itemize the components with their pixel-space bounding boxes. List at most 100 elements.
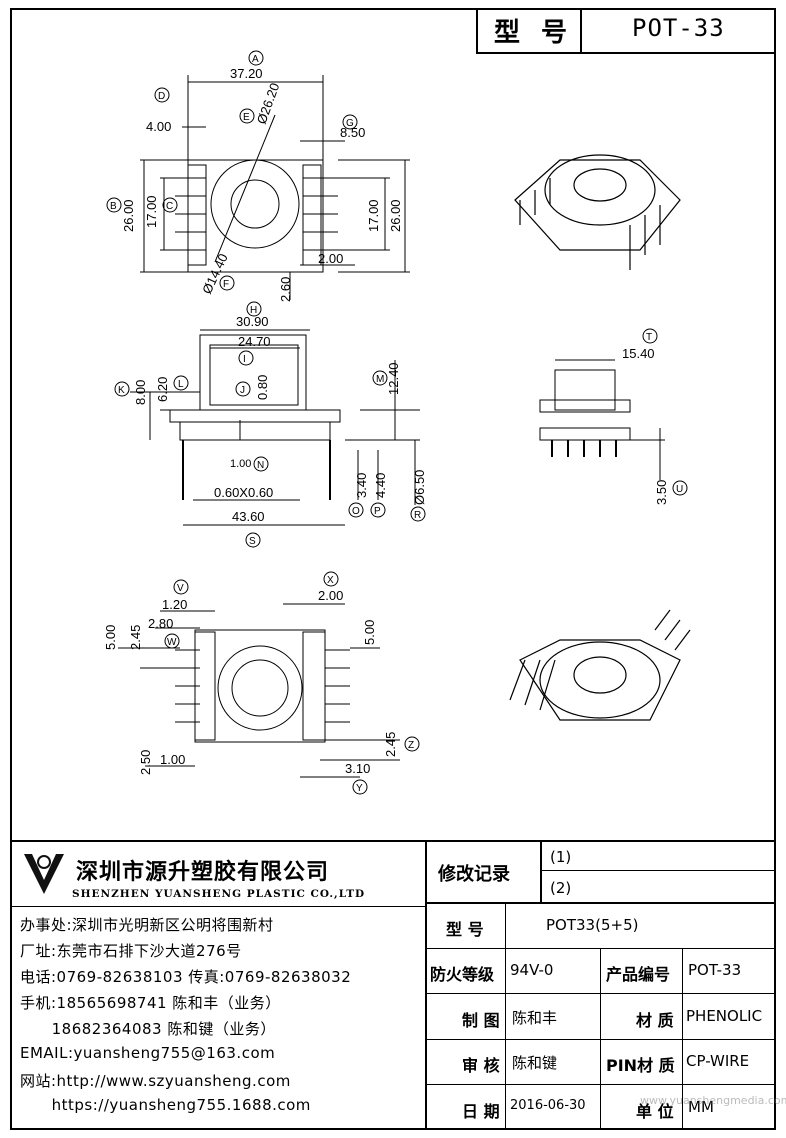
- svg-text:I: I: [243, 354, 246, 365]
- dim-pin: 0.60X0.60: [214, 485, 273, 500]
- dim-200: 2.00: [318, 251, 343, 266]
- spec-review-value: 陈和键: [512, 1054, 558, 1072]
- svg-text:X: X: [327, 575, 334, 586]
- svg-text:D: D: [158, 91, 165, 102]
- spec-fire-label: 防火等级: [430, 965, 495, 984]
- dim-m: 12.40: [386, 362, 401, 395]
- svg-text:J: J: [240, 385, 245, 396]
- dim-i: 24.70: [238, 334, 271, 349]
- svg-text:A: A: [252, 54, 259, 65]
- dim-t: 15.40: [622, 346, 655, 361]
- dim-s: 43.60: [232, 509, 265, 524]
- spec-date-label: 日 期: [462, 1102, 500, 1121]
- side-view: [130, 329, 420, 526]
- spec-col-2: [600, 948, 601, 1130]
- isometric-top: [514, 154, 681, 270]
- dim-h: 30.90: [236, 314, 269, 329]
- marker-b: B: [106, 197, 122, 213]
- spec-drawn-value: 陈和丰: [512, 1009, 558, 1027]
- website-1[interactable]: 网站:http://www.szyuansheng.com: [20, 1072, 291, 1090]
- svg-text:P: P: [374, 506, 381, 517]
- marker-h: H: [246, 301, 262, 317]
- dim-right-17: 17.00: [366, 199, 381, 232]
- spec-material-label: 材 质: [636, 1011, 674, 1030]
- dim-c: 17.00: [144, 195, 159, 228]
- marker-e: E: [239, 108, 255, 124]
- company-name-en: SHENZHEN YUANSHENG PLASTIC CO.,LTD: [72, 888, 366, 900]
- dim-500b: 5.00: [362, 620, 377, 645]
- spec-material-value: PHENOLIC: [686, 1007, 763, 1025]
- marker-m: M: [372, 370, 388, 386]
- marker-p: P: [370, 502, 386, 518]
- dim-r: Ø6.50: [412, 470, 427, 505]
- svg-text:E: E: [243, 112, 250, 123]
- marker-s: S: [245, 532, 261, 548]
- title-divider-left: [476, 8, 478, 54]
- svg-text:O: O: [352, 506, 360, 517]
- dim-z: 2.45: [383, 732, 398, 757]
- dim-u: 3.50: [654, 480, 669, 505]
- spec-unit-value: MM: [688, 1098, 714, 1116]
- website-2[interactable]: https://yuansheng755.1688.com: [20, 1096, 311, 1114]
- dim-245a: 2.45: [128, 625, 143, 650]
- company-divider: [10, 906, 425, 907]
- svg-text:W: W: [167, 637, 177, 648]
- marker-t: T: [642, 328, 658, 344]
- reference-markers: A B C D E F G H I J K L M N O P Q R S T …: [106, 50, 688, 795]
- svg-text:T: T: [646, 332, 652, 343]
- spec-fire-value: 94V-0: [510, 961, 554, 979]
- dim-k: 8.00: [133, 380, 148, 405]
- marker-j: J: [235, 381, 251, 397]
- dim-e: Ø26.20: [254, 81, 283, 126]
- svg-text:Z: Z: [408, 740, 414, 751]
- svg-text:C: C: [166, 201, 173, 212]
- office-address: 办事处:深圳市光明新区公明将围新村: [20, 916, 274, 934]
- marker-w: W: [164, 633, 180, 649]
- marker-a: A: [248, 50, 264, 66]
- top-view: [140, 75, 410, 300]
- dim-v: 1.20: [162, 597, 187, 612]
- rev-row-line: [540, 870, 776, 871]
- block-top-line: [10, 840, 776, 842]
- company-name-cn: 深圳市源升塑胶有限公司: [76, 860, 330, 885]
- phone-fax: 电话:0769-82638103 传真:0769-82638032: [20, 968, 352, 986]
- watermark: www.yuanshengmedia.com: [640, 1094, 786, 1107]
- spec-drawn-label: 制 图: [462, 1011, 500, 1030]
- spec-col-3: [682, 948, 683, 1130]
- dim-x: 2.00: [318, 588, 343, 603]
- svg-text:H: H: [250, 305, 257, 316]
- dim-260: 2.60: [278, 277, 293, 302]
- end-view: [539, 359, 665, 480]
- svg-text:F: F: [223, 279, 229, 290]
- svg-text:N: N: [257, 460, 264, 471]
- svg-text:K: K: [118, 385, 125, 396]
- email[interactable]: EMAIL:yuansheng755@163.com: [20, 1044, 276, 1062]
- title-model-value: POT-33: [632, 14, 725, 42]
- title-divider-mid: [580, 8, 582, 54]
- marker-i: I: [238, 350, 254, 366]
- marker-l: L: [173, 375, 189, 391]
- marker-y: Y: [352, 779, 368, 795]
- mobile-2: 18682364083 陈和键（业务）: [20, 1020, 276, 1038]
- marker-d: D: [154, 87, 170, 103]
- marker-v: V: [173, 579, 189, 595]
- dim-p: 4.40: [373, 473, 388, 498]
- revision-label: 修改记录: [438, 864, 510, 885]
- spec-unit-label: 单 位: [636, 1102, 674, 1121]
- spec-product-no-value: POT-33: [688, 961, 742, 979]
- title-model-label: 型 号: [494, 18, 574, 48]
- spec-pin-value: CP-WIRE: [686, 1052, 750, 1070]
- spec-date-value: 2016-06-30: [510, 1098, 586, 1113]
- revision-1: (1): [550, 848, 572, 866]
- dim-right-26: 26.00: [388, 199, 403, 232]
- dim-n: 1.00: [230, 458, 251, 470]
- marker-u: U: [672, 480, 688, 496]
- spec-review-label: 审 核: [462, 1056, 500, 1075]
- isometric-bottom: [509, 609, 691, 721]
- marker-n: N: [253, 456, 269, 472]
- dim-100: 1.00: [160, 752, 185, 767]
- marker-c: C: [162, 197, 178, 213]
- dim-500a: 5.00: [103, 625, 118, 650]
- marker-g: G: [342, 114, 358, 130]
- dim-w: 2.80: [148, 616, 173, 631]
